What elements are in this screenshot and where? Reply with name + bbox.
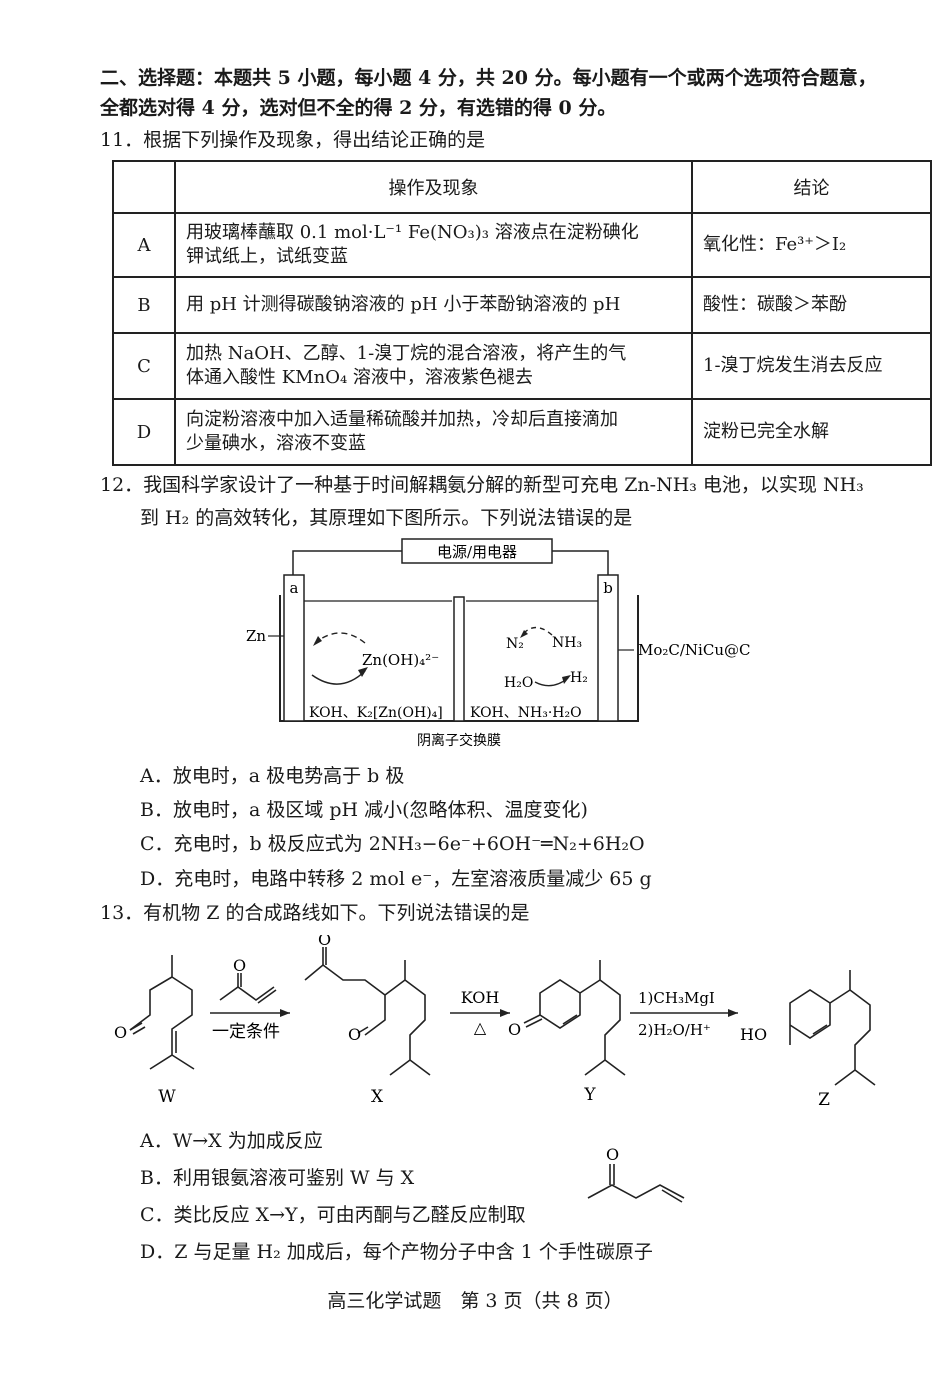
koh-label: KOH xyxy=(461,988,500,1007)
nh3-label: NH₃ xyxy=(552,635,582,651)
q13-stem: 13．有机物 Z 的合成路线如下。下列说法错误的是 xyxy=(100,902,530,924)
y-oxygen: O xyxy=(508,1020,521,1039)
table-header-row: 操作及现象 结论 xyxy=(112,160,932,214)
row-letter: B xyxy=(112,276,176,334)
zn-species: Zn(OH)₄²⁻ xyxy=(362,651,439,669)
w-oxygen: O xyxy=(114,1023,127,1042)
row-operation: 向淀粉溶液中加入适量稀硫酸并加热，冷却后直接滴加少量碘水，溶液不变蓝 xyxy=(174,398,693,466)
left-solution: KOH、K₂[Zn(OH)₄] xyxy=(309,705,443,721)
table-row: D 向淀粉溶液中加入适量稀硫酸并加热，冷却后直接滴加少量碘水，溶液不变蓝 淀粉已… xyxy=(112,398,932,466)
h2-label: H₂ xyxy=(570,670,588,686)
electrode-b-label: b xyxy=(603,579,613,597)
label-x: X xyxy=(371,1087,384,1107)
header-conclusion: 结论 xyxy=(691,160,932,214)
page-footer: 高三化学试题 第 3 页（共 8 页） xyxy=(327,1290,623,1312)
power-box-label: 电源/用电器 xyxy=(437,543,517,561)
right-solution: KOH、NH₃·H₂O xyxy=(470,705,582,721)
q12-stem-line2: 到 H₂ 的高效转化，其原理如下图所示。下列说法错误的是 xyxy=(140,507,633,529)
x-ketone-oxygen: O xyxy=(318,935,331,949)
label-z: Z xyxy=(818,1090,830,1110)
row-conclusion: 1-溴丁烷发生消去反应 xyxy=(691,332,932,400)
row-letter: D xyxy=(112,398,176,466)
q12-option-d: D．充电时，电路中转移 2 mol e⁻，左室溶液质量减少 65 g xyxy=(140,868,652,890)
section-header-line2: 全都选对得 4 分，选对但不全的得 2 分，有选错的得 0 分。 xyxy=(100,97,617,119)
label-y: Y xyxy=(583,1085,596,1105)
q13-option-c: C．类比反应 X→Y，可由丙酮与乙醛反应制取 xyxy=(140,1204,526,1226)
q13-option-d: D．Z 与足量 H₂ 加成后，每个产物分子中含 1 个手性碳原子 xyxy=(140,1241,653,1263)
wire-left xyxy=(292,550,402,575)
header-blank xyxy=(112,160,176,214)
synthesis-scheme: O O O O O HO 一定条件 KOH △ 1)CH₃MgI 2)H₂O/H… xyxy=(114,935,876,1110)
zn-label: Zn xyxy=(246,627,266,645)
q12-stem-line1: 12．我国科学家设计了一种基于时间解耦氨分解的新型可充电 Zn-NH₃ 电池，以… xyxy=(100,474,864,496)
q13-option-a: A．W→X 为加成反应 xyxy=(140,1130,323,1152)
table-row: C 加热 NaOH、乙醇、1-溴丁烷的混合溶液，将产生的气体通入酸性 KMnO₄… xyxy=(112,332,932,400)
q13-option-b: B．利用银氨溶液可鉴别 W 与 X xyxy=(140,1167,415,1189)
electrode-a-label: a xyxy=(290,579,299,597)
table-row: B 用 pH 计测得碳酸钠溶液的 pH 小于苯酚钠溶液的 pH 酸性：碳酸＞苯酚 xyxy=(112,276,932,334)
step-1-label: 1)CH₃MgI xyxy=(638,989,715,1007)
wire-right xyxy=(552,550,609,575)
cathode-label: Mo₂C/NiCu@C xyxy=(638,641,750,659)
dashed-arrow-left xyxy=(314,632,366,644)
row-conclusion: 酸性：碳酸＞苯酚 xyxy=(691,276,932,334)
step-2-label: 2)H₂O/H⁺ xyxy=(638,1021,711,1039)
x-aldehyde-oxygen: O xyxy=(348,1025,361,1044)
row-conclusion: 淀粉已完全水解 xyxy=(691,398,932,466)
electrode-b xyxy=(597,574,619,722)
battery-diagram: 电源/用电器 a b Zn Zn(OH)₄²⁻ N₂ NH₃ H₂O H₂ Mo… xyxy=(246,538,750,749)
q12-option-c: C．充电时，b 极反应式为 2NH₃−6e⁻+6OH⁻═N₂+6H₂O xyxy=(140,833,645,855)
molecule-w xyxy=(129,955,195,1070)
table-row: A 用玻璃棒蘸取 0.1 mol·L⁻¹ Fe(NO₃)₃ 溶液点在淀粉碘化钾试… xyxy=(112,212,932,278)
row-operation: 加热 NaOH、乙醇、1-溴丁烷的混合溶液，将产生的气体通入酸性 KMnO₄ 溶… xyxy=(174,332,693,400)
h2o-label: H₂O xyxy=(504,675,533,691)
heat-label: △ xyxy=(474,1018,487,1037)
electrode-a xyxy=(283,574,305,722)
q12-option-b: B．放电时，a 极区域 pH 减小(忽略体积、温度变化) xyxy=(140,799,588,821)
membrane-label: 阴离子交换膜 xyxy=(417,732,501,749)
anion-exchange-membrane xyxy=(453,596,465,722)
q11-table: 操作及现象 结论 A 用玻璃棒蘸取 0.1 mol·L⁻¹ Fe(NO₃)₃ 溶… xyxy=(112,160,932,466)
row-letter: A xyxy=(112,212,176,278)
ketone-oxygen: O xyxy=(606,1145,619,1164)
header-operation: 操作及现象 xyxy=(174,160,693,214)
row-letter: C xyxy=(112,332,176,400)
condition-1: 一定条件 xyxy=(212,1022,280,1042)
z-hydroxyl: HO xyxy=(740,1025,767,1044)
q12-option-a: A．放电时，a 极电势高于 b 极 xyxy=(140,765,405,787)
allyl-acetone-structure: O xyxy=(587,1145,685,1203)
n2-label: N₂ xyxy=(506,636,524,652)
row-operation: 用 pH 计测得碳酸钠溶液的 pH 小于苯酚钠溶液的 pH xyxy=(174,276,693,334)
q11-stem: 11．根据下列操作及现象，得出结论正确的是 xyxy=(100,129,486,151)
row-operation: 用玻璃棒蘸取 0.1 mol·L⁻¹ Fe(NO₃)₃ 溶液点在淀粉碘化钾试纸上… xyxy=(174,212,693,278)
row-conclusion: 氧化性：Fe³⁺＞I₂ xyxy=(691,212,932,278)
label-w: W xyxy=(158,1087,176,1107)
reagent-oxygen: O xyxy=(233,956,246,975)
section-header-line1: 二、选择题：本题共 5 小题，每小题 4 分，共 20 分。每小题有一个或两个选… xyxy=(100,67,877,89)
solid-arrow-left xyxy=(311,670,366,685)
